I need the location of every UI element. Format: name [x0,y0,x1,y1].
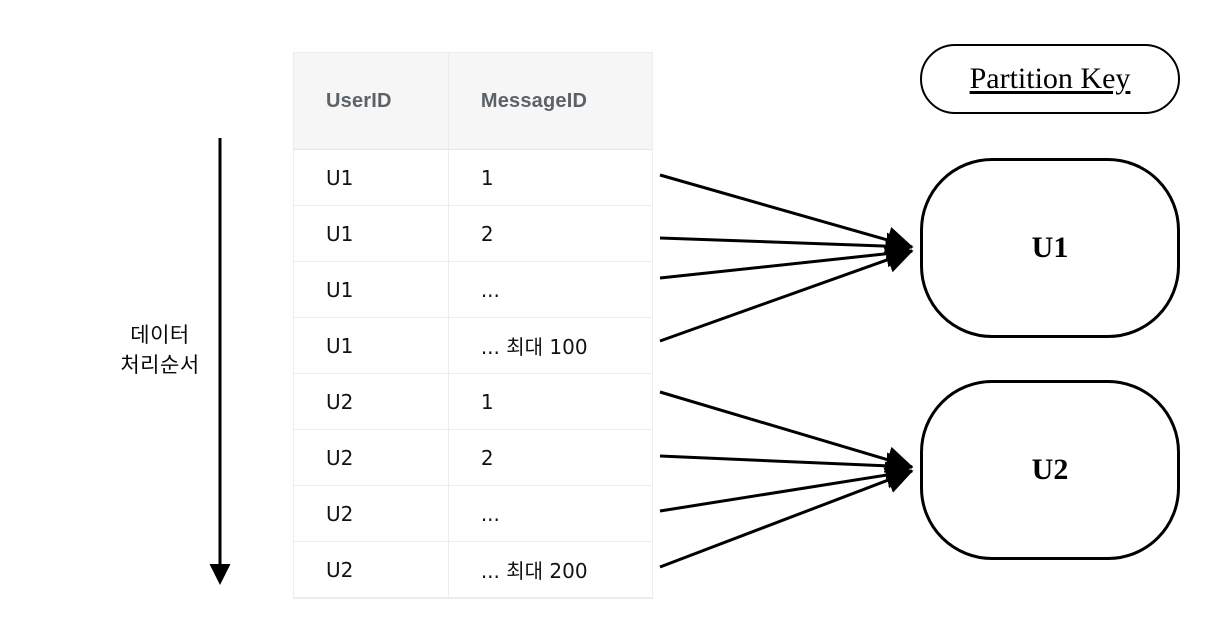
cell-messageid: 2 [448,205,652,262]
cell-userid: U1 [294,261,449,318]
table-body: U1 1 U1 2 U1 ... U1 ... 최대 100 U2 1 U2 2… [294,149,652,598]
partition-key-legend-label: Partition Key [969,62,1131,95]
table-row: U1 1 [294,149,652,206]
cell-userid: U1 [294,149,449,206]
cell-userid: U2 [294,373,449,430]
table-row: U2 ... [294,485,652,542]
table-header: UserID MessageID [294,53,652,150]
cell-userid: U2 [294,541,449,598]
connectors-u2 [659,390,914,569]
partition-node-u2: U2 [920,380,1180,560]
cell-messageid: 1 [448,149,652,206]
cell-messageid: 1 [448,373,652,430]
cell-messageid: ... [448,261,652,318]
column-header-messageid: MessageID [448,53,652,150]
cell-messageid: 2 [448,429,652,486]
partition-node-u2-label: U2 [1031,453,1069,486]
table-row: U1 ... 최대 100 [294,317,652,374]
table-header-row: UserID MessageID [294,53,652,150]
partition-node-u1-label: U1 [1031,231,1069,264]
table-row: U2 ... 최대 200 [294,541,652,598]
cell-userid: U2 [294,429,449,486]
table-row: U1 ... [294,261,652,318]
cell-messageid: ... 최대 200 [448,541,652,598]
table-row: U1 2 [294,205,652,262]
column-header-userid: UserID [294,53,449,150]
table-row: U2 2 [294,429,652,486]
partition-key-legend: Partition Key [920,44,1180,114]
cell-userid: U2 [294,485,449,542]
partition-node-u1: U1 [920,158,1180,338]
cell-userid: U1 [294,205,449,262]
cell-messageid: ... [448,485,652,542]
message-table: UserID MessageID U1 1 U1 2 U1 ... U1 ...… [294,53,652,598]
cell-messageid: ... 최대 100 [448,317,652,374]
table-row: U2 1 [294,373,652,430]
connectors-u1 [659,173,914,343]
data-flow-order-label: 데이터 처리순서 [120,323,200,377]
cell-userid: U1 [294,317,449,374]
